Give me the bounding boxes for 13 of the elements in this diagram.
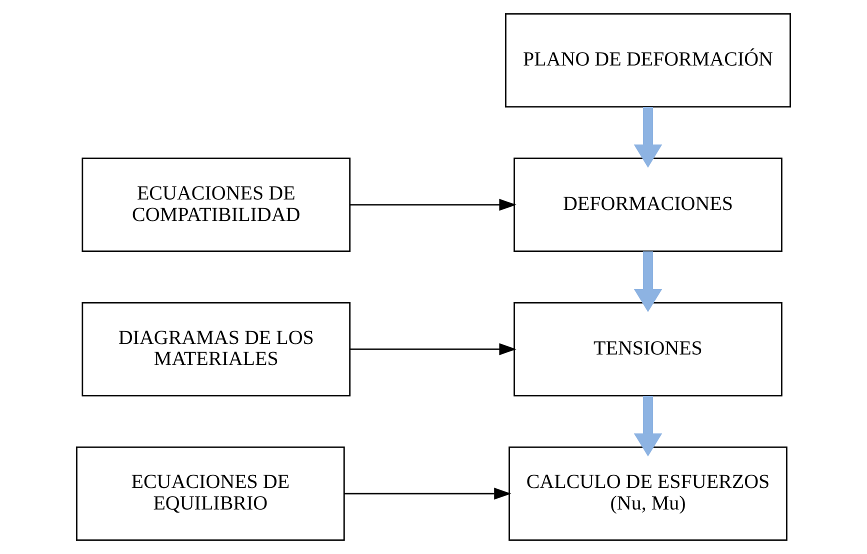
arrow: [344, 488, 512, 500]
node-box: DEFORMACIONES: [514, 158, 782, 252]
node-box: ECUACIONES DE EQUILIBRIO: [76, 446, 345, 541]
arrow: [634, 251, 662, 312]
arrow: [350, 343, 516, 356]
arrow: [634, 396, 662, 457]
arrow: [350, 198, 516, 211]
node-box: TENSIONES: [514, 302, 782, 396]
node-box: DIAGRAMAS DE LOS MATERIALES: [82, 302, 351, 396]
node-box: ECUACIONES DE COMPATIBILIDAD: [82, 158, 351, 252]
node-box: PLANO DE DEFORMACIÓN: [505, 13, 791, 108]
node-box: CALCULO DE ESFUERZOS (Nu, Mu): [508, 446, 788, 541]
arrow: [634, 106, 662, 168]
